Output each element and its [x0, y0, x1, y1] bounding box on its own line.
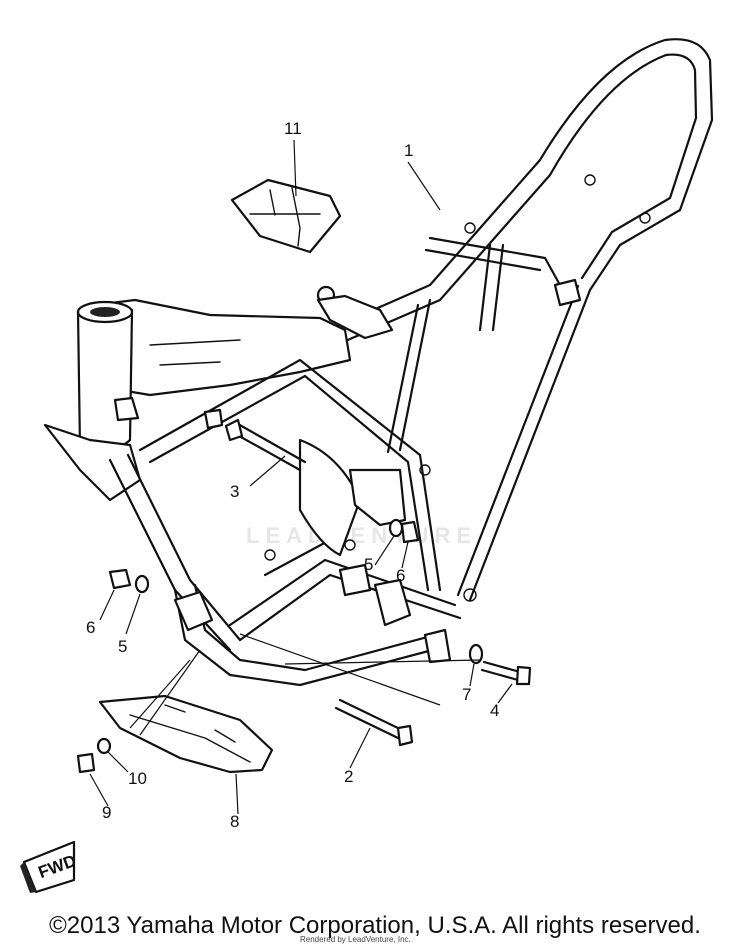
callout-3: 3: [230, 482, 239, 501]
nut-6-left: [108, 568, 132, 590]
nut-6-right: [400, 520, 420, 544]
bolt-4: [480, 660, 532, 686]
leader-lines: [89, 139, 513, 815]
washer-5-right: [388, 518, 404, 538]
callout-5-left: 5: [118, 637, 127, 656]
skid-plate: [98, 694, 274, 774]
skid-plate-bolt-9: [76, 752, 96, 774]
callout-6-left: 6: [86, 618, 95, 637]
render-credit: Rendered by LeadVenture, Inc.: [300, 935, 411, 944]
callout-11: 11: [284, 119, 302, 138]
callout-6-right: 6: [396, 566, 405, 585]
engine-bolt-upper: [224, 418, 307, 472]
copyright-notice: ©2013 Yamaha Motor Corporation, U.S.A. A…: [49, 912, 701, 939]
frame-pad-part: [230, 178, 342, 254]
callout-1: 1: [404, 141, 413, 160]
callout-8: 8: [230, 812, 239, 831]
callout-4: 4: [490, 701, 499, 720]
skid-plate-washer-10: [96, 737, 112, 755]
callout-5-right: 5: [364, 555, 373, 574]
fwd-arrow: FWD: [20, 840, 79, 894]
callout-10: 10: [128, 769, 147, 788]
callout-7: 7: [462, 685, 471, 704]
washer-7: [468, 643, 484, 665]
frame-part: [43, 38, 714, 687]
long-bolt: [334, 698, 414, 747]
callout-9: 9: [102, 803, 111, 822]
callout-2: 2: [344, 767, 353, 786]
washer-5-left: [134, 574, 150, 594]
callout-numbers: 1 2 3 4 5 5 6 6 7 8 9 10 11: [86, 119, 499, 831]
